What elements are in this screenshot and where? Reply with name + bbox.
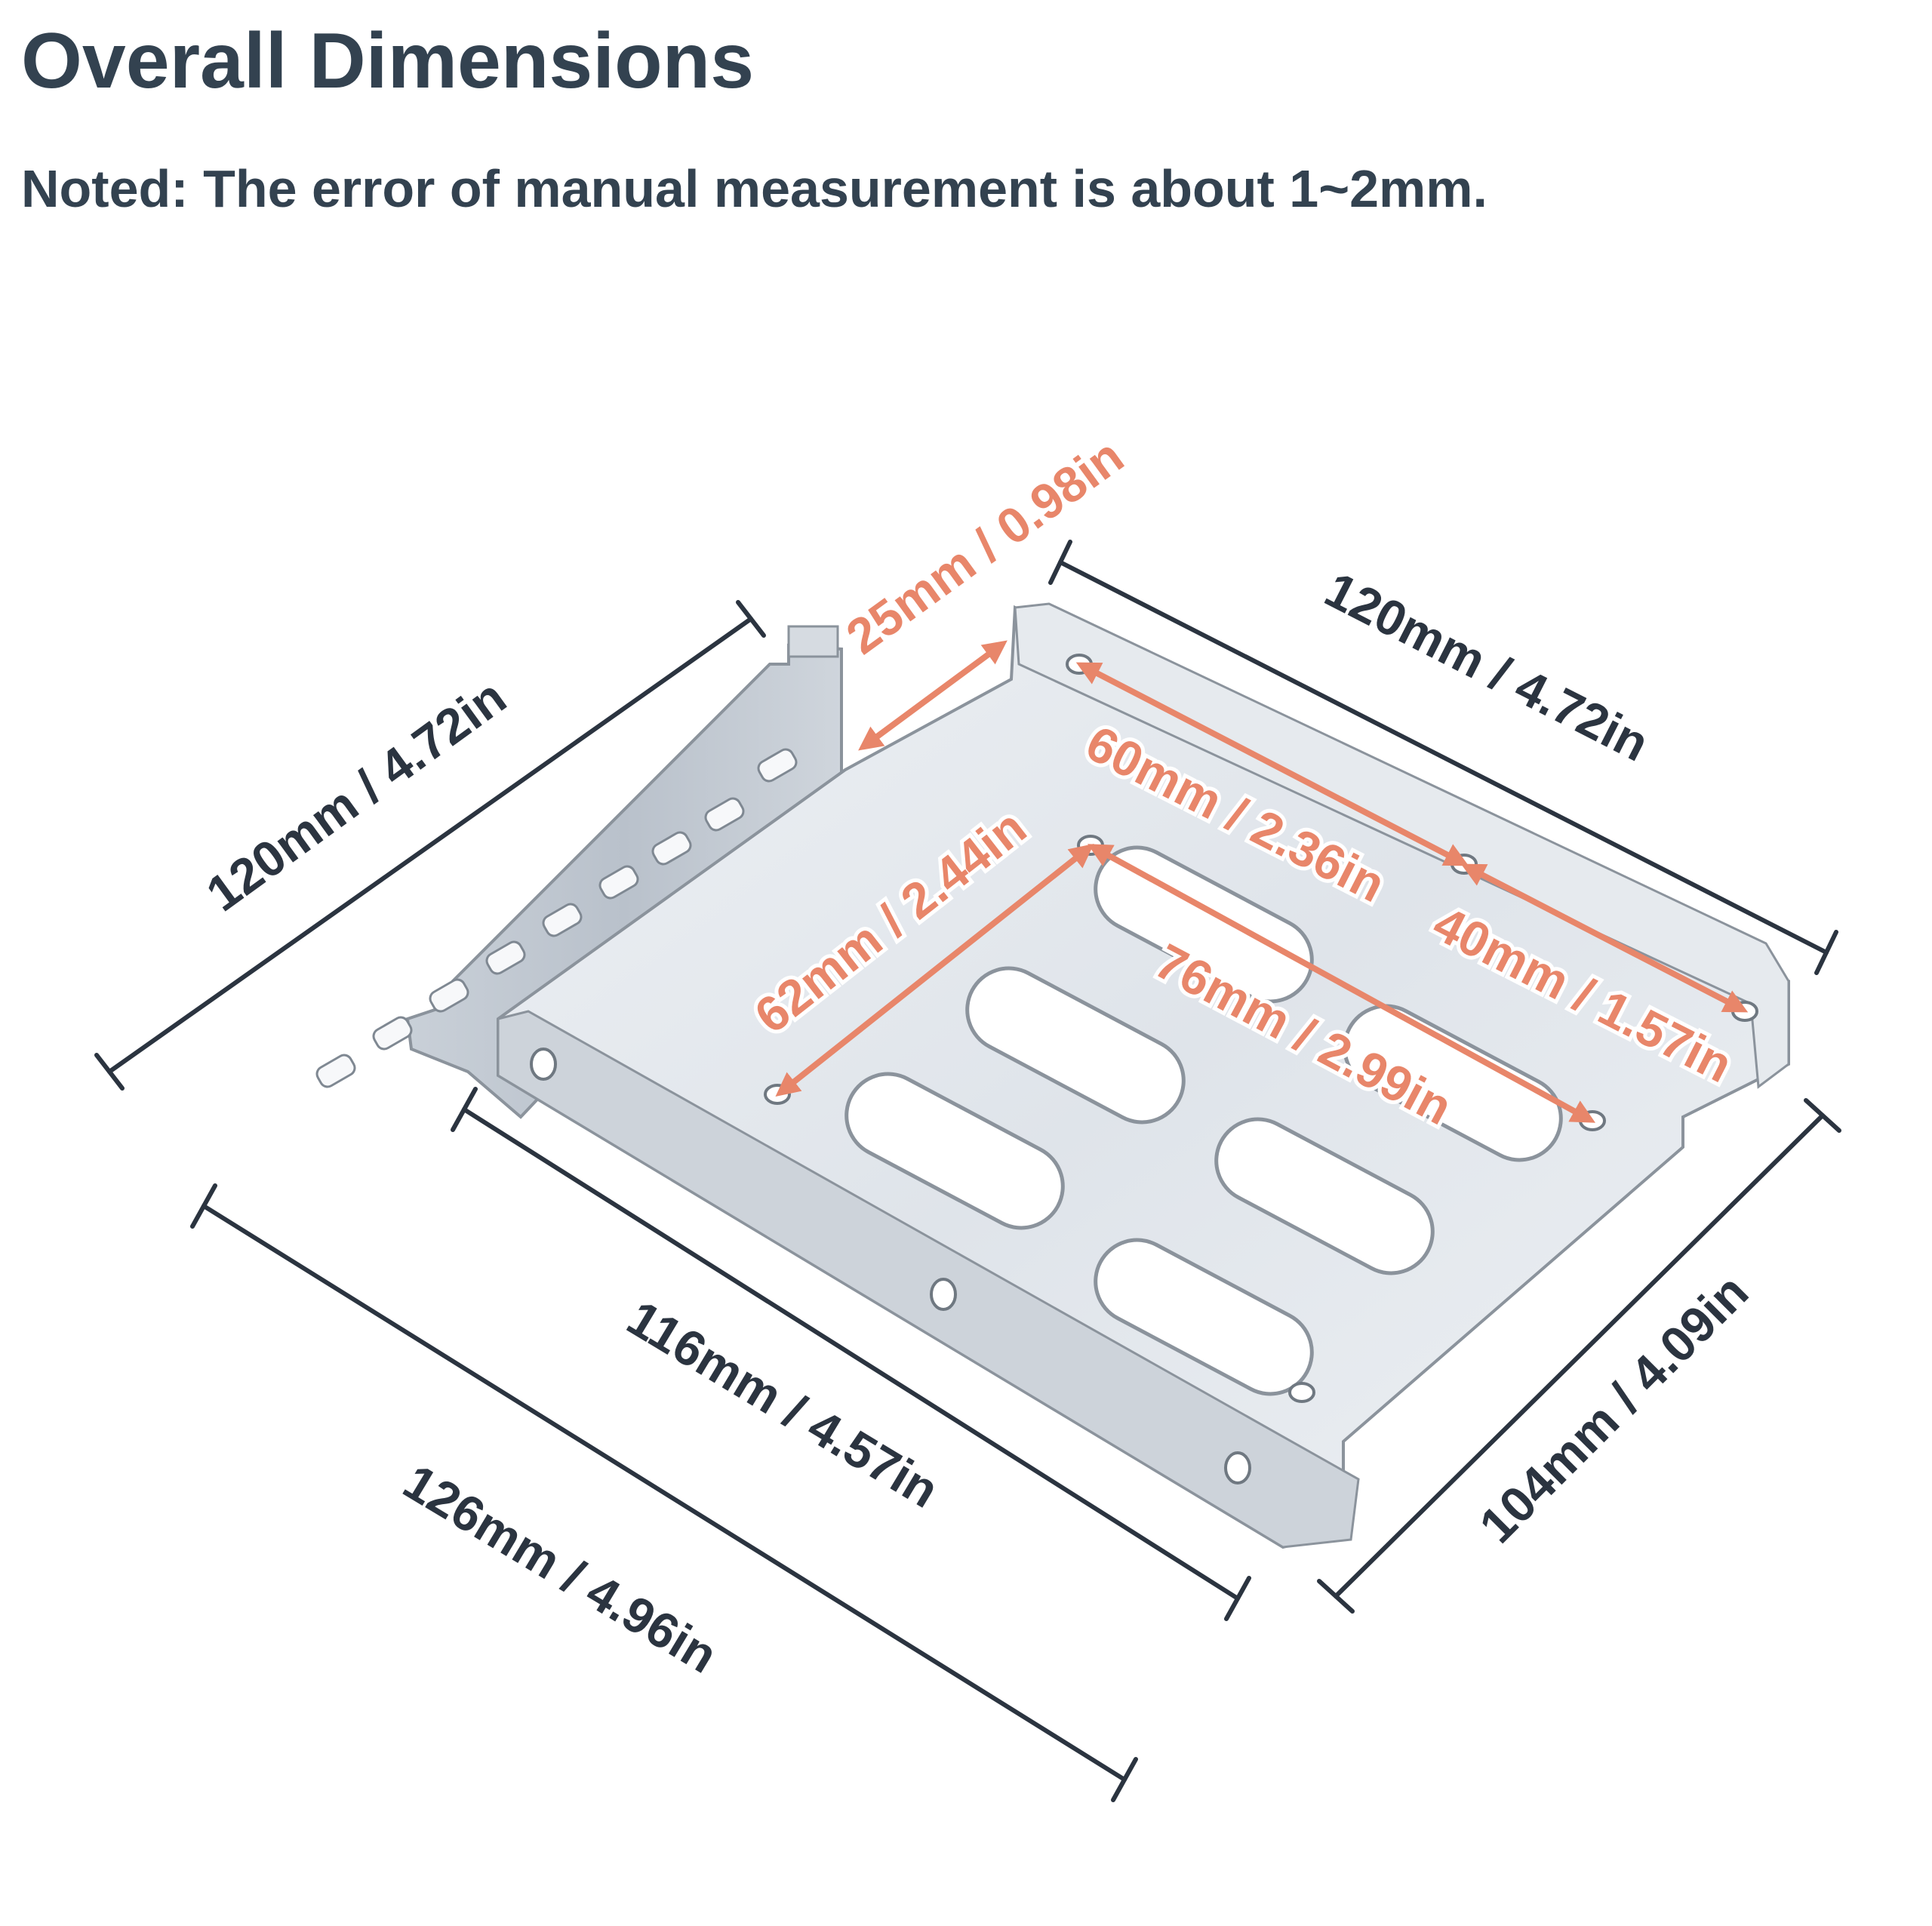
label-total-length: 126mm / 4.96in (395, 1454, 728, 1684)
span-76-arrow (1087, 844, 1596, 1123)
pci-slot-tab (787, 625, 839, 658)
span-62-arrow (775, 844, 1094, 1097)
bracket-illustration (315, 602, 1790, 1549)
tray-side-flange (497, 1010, 1360, 1549)
span-60-arrow (1075, 662, 1469, 866)
label-bracket-height: 120mm / 4.72in (196, 669, 515, 922)
label-depth: 104mm / 4.09in (1469, 1263, 1758, 1553)
label-inner-length: 116mm / 4.57in (618, 1290, 949, 1518)
vent-slots (315, 748, 798, 1088)
hole-dimension-lines (775, 640, 1749, 1123)
page-title: Overall Dimensions (21, 17, 755, 105)
offset-25-arrow (858, 640, 1008, 751)
label-top-width: 120mm / 4.72in (1317, 561, 1658, 771)
measurement-note: Noted: The error of manual measurement i… (21, 159, 1487, 218)
